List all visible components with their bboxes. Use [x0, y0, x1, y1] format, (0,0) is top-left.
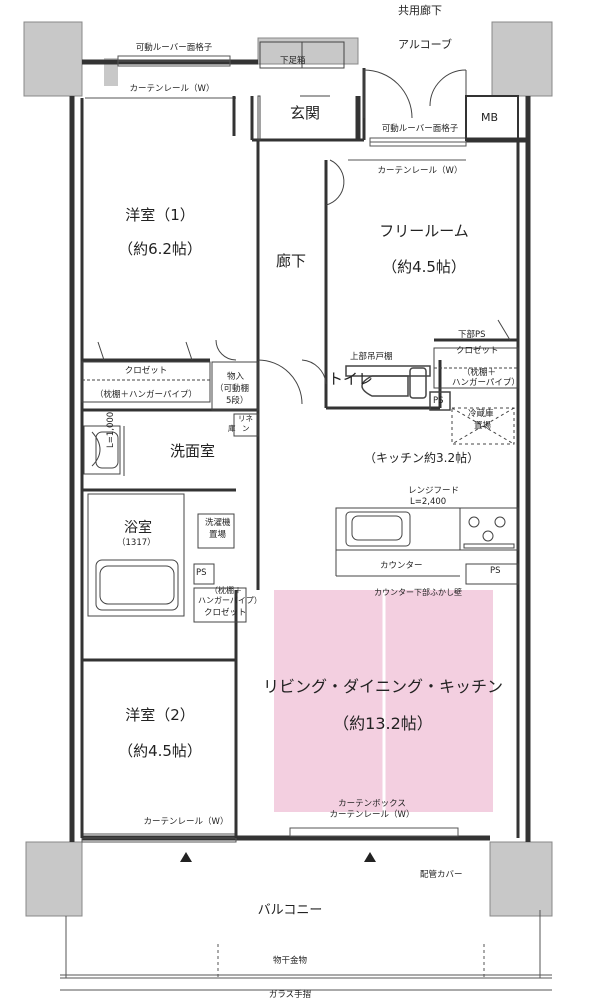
glass-rail-label: ガラス手摺 — [268, 990, 312, 1000]
western2-name: 洋室（2） — [125, 706, 195, 724]
closet-left-label: クロゼット — [124, 366, 168, 376]
free-room-name: フリールーム — [379, 222, 469, 240]
outer-walls — [69, 59, 531, 842]
balcony-arrows — [180, 852, 376, 862]
washer-label-2: 置場 — [209, 530, 227, 540]
curtain-box-label-1: カーテンボックス — [338, 799, 406, 809]
closet-small-note-1: （枕棚＋ — [210, 586, 242, 595]
closet-small-label: クロゼット — [204, 608, 247, 618]
bathroom-size: （1317） — [117, 538, 156, 548]
linen-label-3: 庫 — [228, 424, 236, 433]
lower-ps-label: 下部PS — [458, 330, 486, 340]
ps-bath-label: PS — [196, 568, 207, 578]
entrance-label: 玄関 — [290, 104, 321, 122]
column-bottom-left — [25, 841, 83, 917]
linen-label-2: ン — [242, 424, 250, 433]
range-hood-label-2: L=2,400 — [410, 497, 447, 507]
free-room-size: （約4.5帖） — [382, 258, 466, 276]
storage-label-2: （可動棚 — [215, 384, 250, 394]
closet-left-shape — [81, 361, 259, 437]
shoe-cabinet-label: 下足箱 — [280, 56, 306, 66]
fridge-label-1: 冷蔵庫 — [468, 409, 494, 419]
pipe-cover-label: 配管カバー — [420, 870, 463, 880]
mb-label: MB — [481, 111, 499, 124]
toilet-fixture — [345, 365, 451, 411]
column-mid-left — [104, 58, 118, 86]
louver-right-label: 可動ルーバー面格子 — [381, 124, 459, 134]
mirror-width-label: L=1,000 — [106, 411, 116, 448]
upper-cabinet-label: 上部吊戸棚 — [350, 352, 393, 362]
western1-name: 洋室（1） — [125, 206, 195, 224]
western1-size: （約6.2帖） — [118, 240, 202, 258]
hallway-label: 廊下 — [276, 252, 307, 270]
ps-kitchen-label: PS — [490, 566, 501, 576]
louver-left-label: 可動ルーバー面格子 — [135, 43, 213, 53]
windows-top — [85, 55, 467, 161]
curtain-box-label-2: カーテンレール（W） — [329, 810, 415, 820]
alcove-label: アルコーブ — [398, 38, 453, 51]
storage-label-3: 5段） — [226, 396, 249, 406]
counter-wall-label: カウンター下部ふかし壁 — [374, 588, 462, 597]
entrance-fixtures — [257, 41, 345, 141]
washroom-label: 洗面室 — [170, 442, 216, 460]
interior-walls — [80, 68, 520, 838]
fridge-label-2: 置場 — [474, 421, 492, 431]
corridor-label: 共用廊下 — [398, 4, 442, 17]
mb-box — [465, 95, 519, 141]
balcony-label: バルコニー — [257, 903, 323, 918]
closet-right-note-2: ハンガーパイプ） — [452, 378, 520, 388]
kitchen-fixtures — [335, 347, 519, 585]
ps-fridge-label: PS — [433, 396, 444, 406]
column-top-right — [491, 21, 553, 97]
bathroom-name: 浴室 — [124, 520, 152, 536]
door-swings — [97, 69, 511, 405]
column-bottom-right — [489, 841, 553, 917]
ldk-size: （約13.2帖） — [333, 714, 433, 733]
washroom-fixtures — [83, 425, 247, 623]
toilet-label: トイレ — [328, 370, 374, 388]
linen-label-1: リネ — [238, 414, 253, 423]
closet-right-note-1: （枕棚＋ — [462, 368, 497, 378]
counter-label: カウンター — [380, 561, 423, 571]
closet-left-note: （枕棚＋ハンガーパイプ） — [95, 390, 197, 400]
curtain-rail-top-left-label: カーテンレール（W） — [129, 84, 215, 94]
ldk-name: リビング・ダイニング・キッチン — [262, 677, 504, 696]
curtain-rail-bottom-left-label: カーテンレール（W） — [143, 817, 229, 827]
curtain-rail-top-right-label: カーテンレール（W） — [377, 166, 463, 176]
balcony-lines — [60, 910, 552, 991]
storage-label-1: 物入 — [227, 372, 245, 382]
closet-right-label: クロゼット — [456, 346, 499, 356]
kitchen-label: （キッチン約3.2帖） — [364, 451, 480, 465]
western2-size: （約4.5帖） — [118, 742, 202, 760]
column-top-left — [23, 21, 83, 97]
washer-label-1: 洗濯機 — [205, 518, 231, 528]
drying-hardware-label: 物干金物 — [272, 956, 308, 966]
range-hood-label-1: レンジフード — [408, 486, 460, 496]
closet-small-note-2: ハンガーパイプ） — [198, 596, 262, 605]
